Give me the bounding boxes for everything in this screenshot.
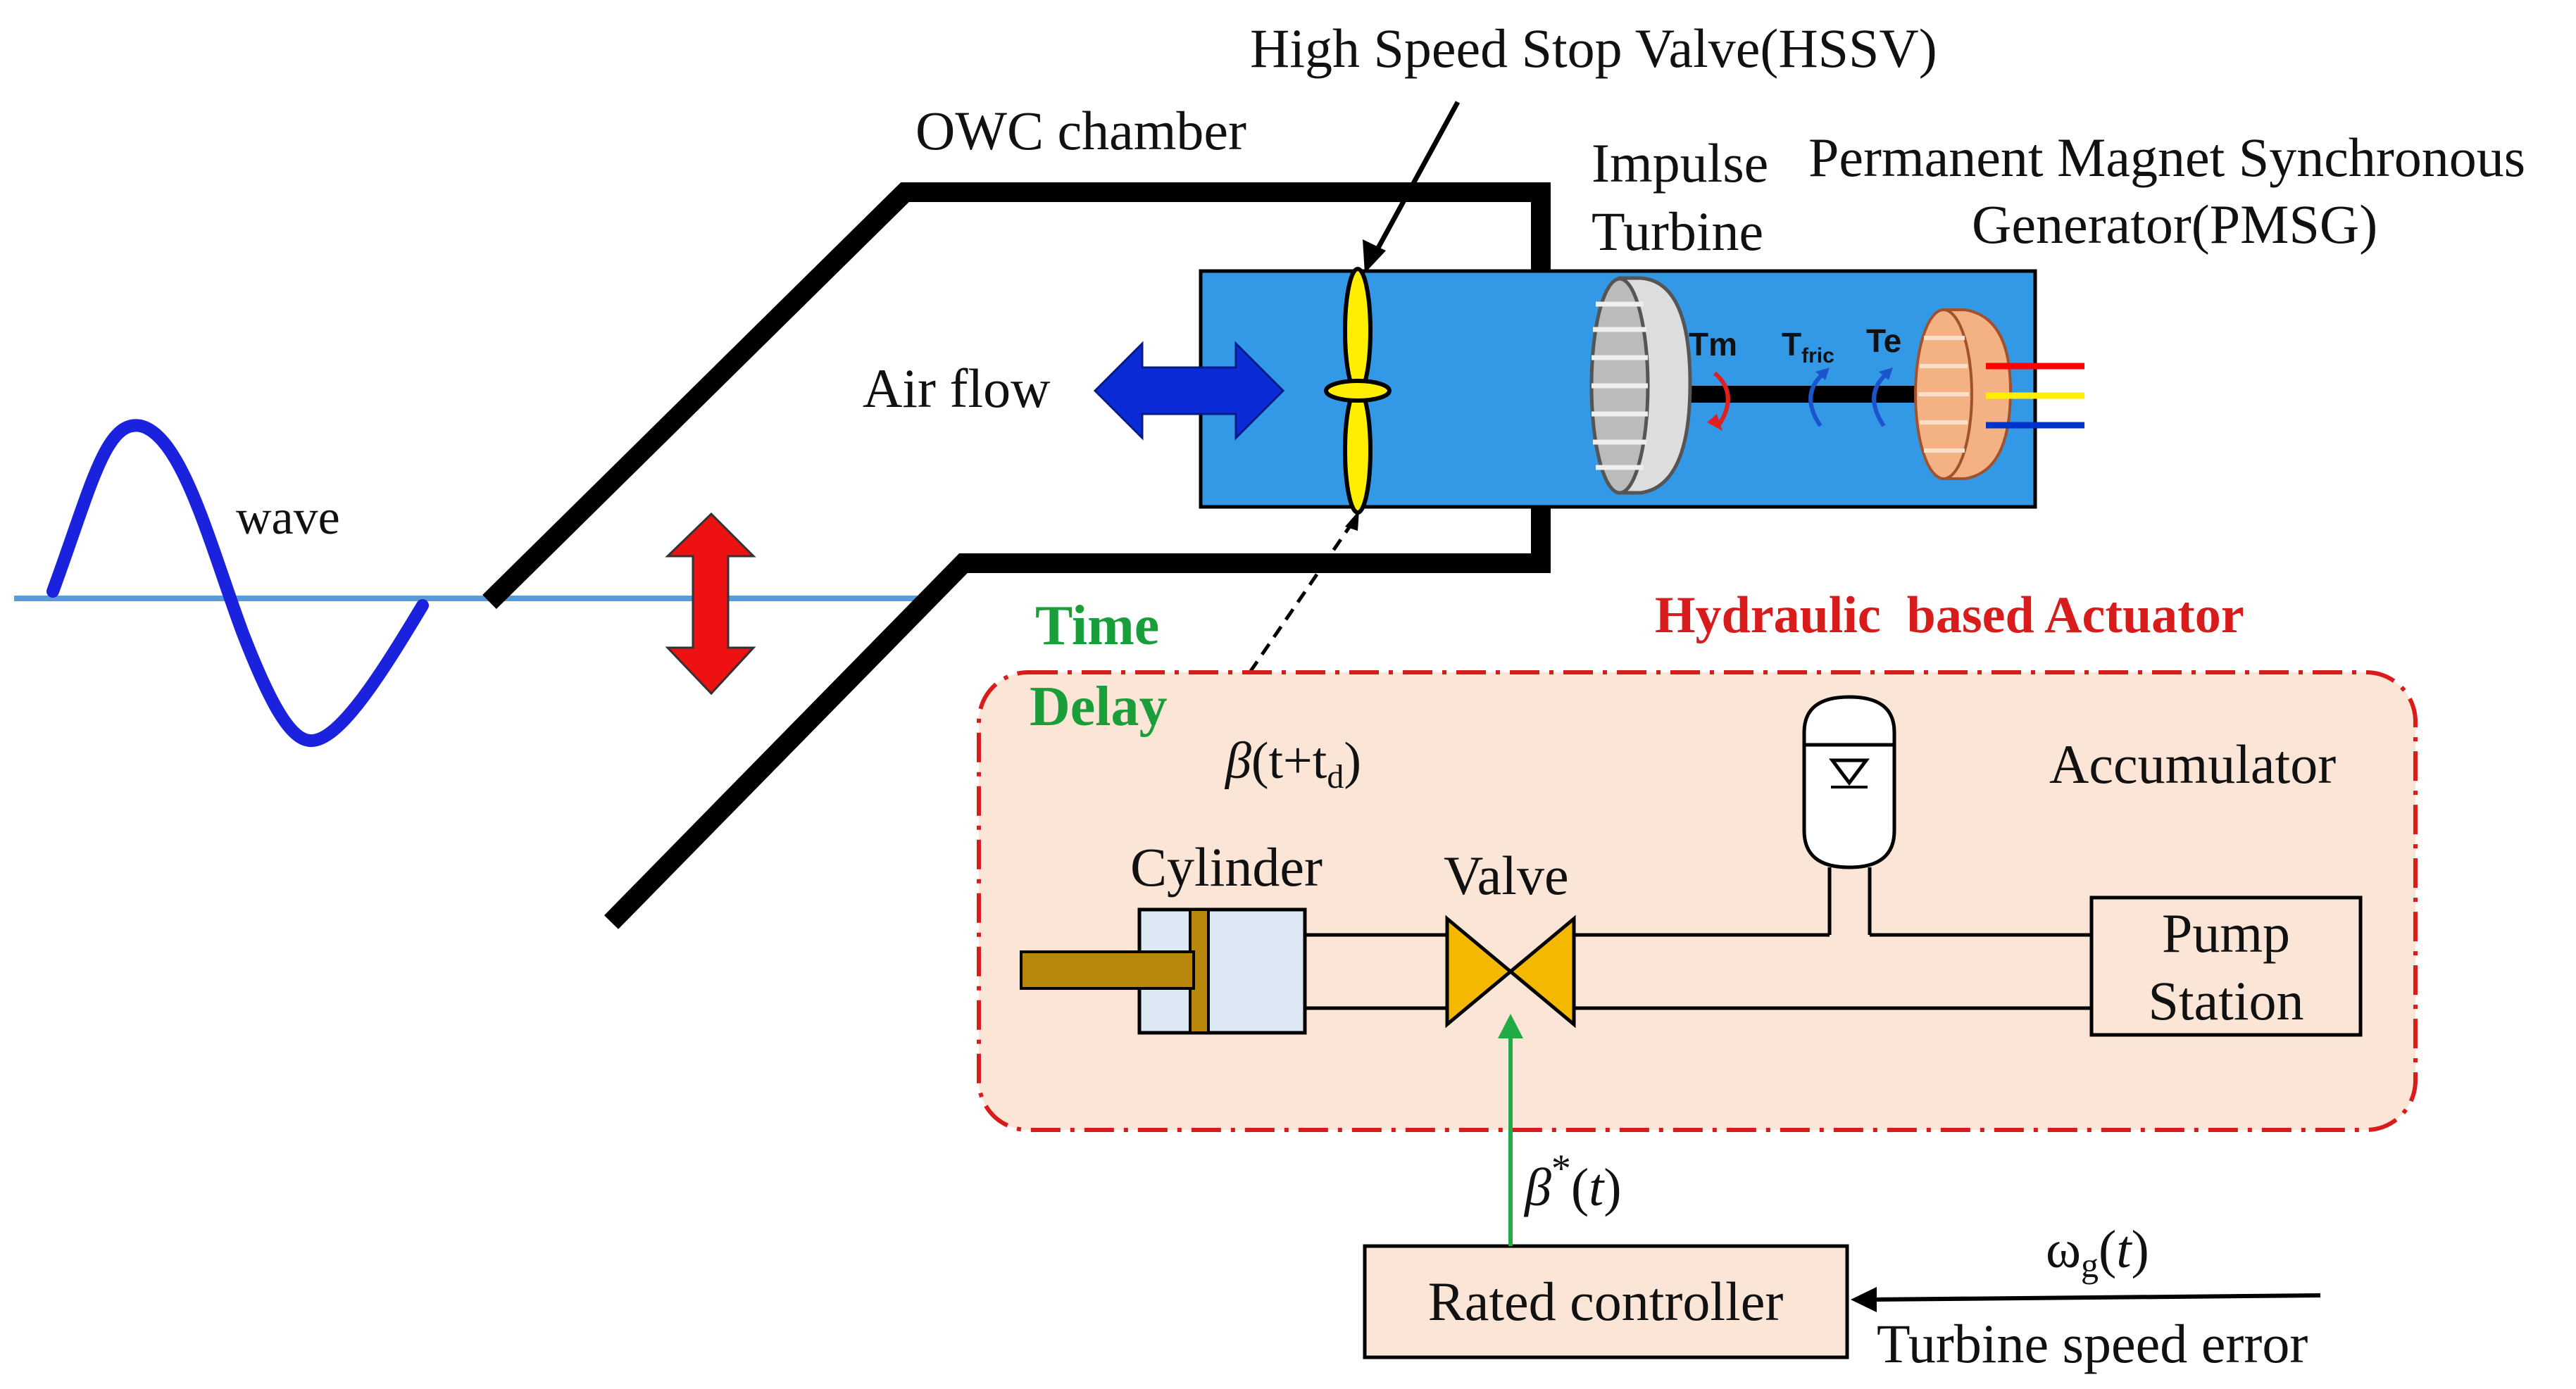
pump-station-box <box>2089 895 2363 1037</box>
wave-curve <box>46 419 429 747</box>
beta-symbol: β <box>1224 732 1251 790</box>
tfric-label: Tfric <box>1782 326 1834 367</box>
impulse-turbine-label-2: Turbine <box>1592 201 1763 262</box>
pmsg-label-2: Generator(PMSG) <box>1972 194 2377 255</box>
beta-star-label: β*(t) <box>1523 1147 1622 1217</box>
time-label: Time <box>1035 595 1159 657</box>
delay-label: Delay <box>1030 676 1168 738</box>
pump-station-label-1: Pump <box>2162 903 2290 964</box>
pmsg-label-1: Permanent Magnet Synchronous <box>1808 127 2525 188</box>
airflow-arrow <box>1093 341 1285 441</box>
omega-close: ) <box>2131 1220 2149 1279</box>
water-motion-arrow <box>665 512 756 696</box>
omega-symbol: ω <box>2046 1220 2081 1279</box>
beta-star-base: β <box>1523 1158 1551 1217</box>
rated-controller-box <box>1363 1244 1849 1359</box>
beta-star-close: ) <box>1603 1158 1621 1217</box>
hssv-pointer-arrow <box>1370 101 1461 258</box>
speed-error-label: Turbine speed error <box>1877 1313 2308 1374</box>
accumulator <box>1802 695 1896 869</box>
impulse-turbine-label-1: Impulse <box>1592 132 1768 194</box>
hydraulic-pipes <box>1305 867 2092 1010</box>
tfric-torque-arrow <box>1808 371 1826 427</box>
hssv-pointer-arrowhead <box>1363 239 1386 273</box>
beta-delay-subscript: d <box>1327 758 1344 796</box>
pmsg-generator <box>1914 308 2013 480</box>
pump-station-label-2: Station <box>2148 970 2303 1031</box>
tfric-subscript: fric <box>1801 344 1834 367</box>
tfric-base: T <box>1782 326 1801 363</box>
omega-open: ( <box>2099 1220 2116 1279</box>
tm-label: Tm <box>1689 326 1737 363</box>
tfric-arrowhead <box>1815 367 1830 380</box>
hssv-blades <box>1324 267 1392 515</box>
owc-chamber-label: OWC chamber <box>915 100 1246 161</box>
control-valve <box>1445 915 1576 1029</box>
omega-t: t <box>2116 1220 2132 1279</box>
piston-rod <box>1020 950 1195 990</box>
beta-delay-close: ) <box>1344 732 1361 790</box>
te-arrowhead <box>1879 367 1893 380</box>
impulse-turbine <box>1589 276 1692 495</box>
air-flow-label: Air flow <box>863 358 1050 419</box>
beta-star-sup: * <box>1551 1147 1571 1190</box>
hssv-label: High Speed Stop Valve(HSSV) <box>1250 18 1937 79</box>
hydraulic-actuator-title: Hydraulic based Actuator <box>1655 586 2244 644</box>
cylinder-label: Cylinder <box>1130 836 1323 898</box>
omega-subscript: g <box>2081 1245 2099 1285</box>
wave-label: wave <box>236 491 340 545</box>
beta-delay-label: β(t+td) <box>1224 732 1361 796</box>
omega-label: ωg(t) <box>2046 1220 2149 1285</box>
time-delay-arrowhead <box>1345 510 1359 531</box>
accumulator-label: Accumulator <box>2049 734 2336 795</box>
valve-label: Valve <box>1444 845 1569 906</box>
tm-arrowhead <box>1707 414 1722 431</box>
rated-controller-label: Rated controller <box>1428 1271 1784 1332</box>
te-label: Te <box>1866 322 1901 359</box>
control-signal-arrowhead <box>1498 1014 1523 1038</box>
owc-chamber-upper-wall <box>482 182 1551 609</box>
beta-star-t: t <box>1589 1158 1605 1217</box>
te-torque-arrow <box>1872 371 1889 427</box>
beta-delay-open: (t+t <box>1251 732 1327 790</box>
tm-torque-arrow <box>1713 371 1730 427</box>
beta-star-open: ( <box>1571 1158 1589 1217</box>
owc-chamber-lower-wall <box>604 507 1551 929</box>
speed-error-arrowhead <box>1851 1287 1877 1312</box>
speed-error-arrow <box>1869 1293 2321 1302</box>
hydraulic-actuator-box <box>977 670 2418 1132</box>
